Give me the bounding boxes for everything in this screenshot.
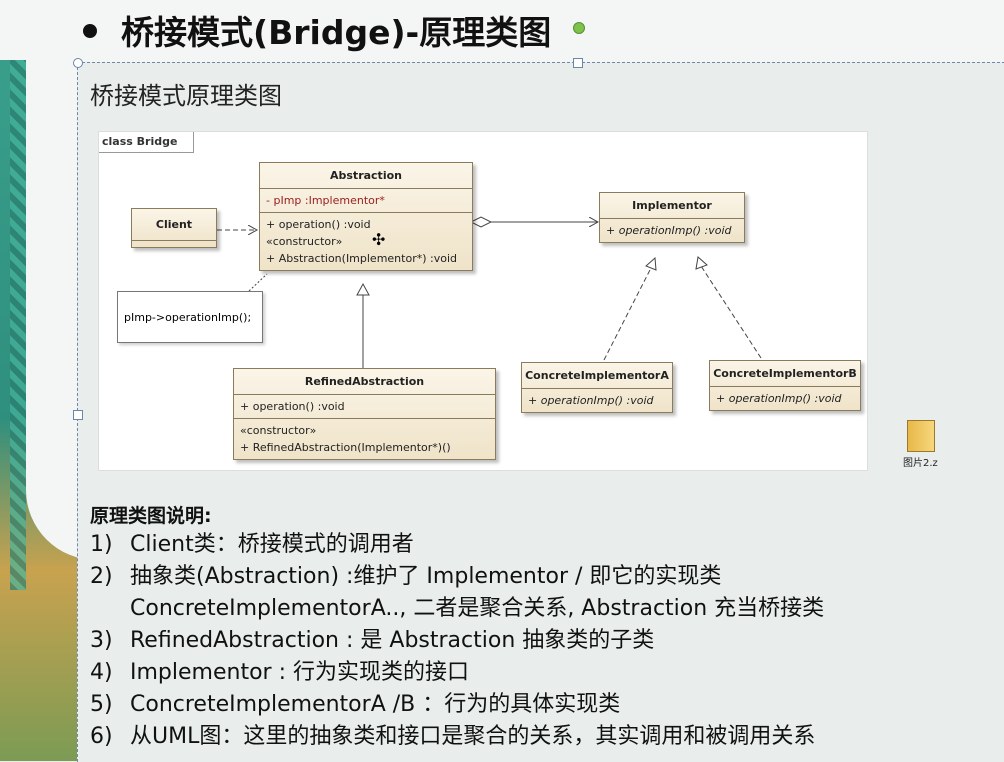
title-bar [0, 0, 1004, 60]
abstraction-op: + operation() :void [266, 218, 371, 231]
abstraction-class[interactable]: Abstraction - pImp :Implementor* + opera… [259, 162, 473, 271]
client-class-name: Client [132, 209, 216, 241]
note-link-line [248, 273, 268, 292]
refined-stereotype: «constructor» [240, 424, 317, 437]
note-line-continuation: ConcreteImplementorA.., 二者是聚合关系, Abstrac… [130, 596, 825, 621]
note-line: 5)ConcreteImplementorA /B ：行为的具体实现类 [90, 692, 621, 717]
note-line: 1)Client类：桥接模式的调用者 [90, 532, 414, 557]
abstraction-ctor: + Abstraction(Implementor*) :void [266, 252, 457, 265]
resize-handle-top[interactable] [573, 58, 583, 68]
refined-generalization-arrow [356, 282, 370, 296]
refined-abstraction-class[interactable]: RefinedAbstraction + operation() :void «… [233, 368, 496, 460]
abstraction-attr: - pImp :Implementor* [266, 194, 385, 207]
file-label[interactable]: 图片2.z [903, 458, 938, 469]
uml-note[interactable]: pImp->operationImp(); [117, 291, 263, 343]
diagram-frame-label: class Bridge [99, 132, 195, 153]
refined-abstraction-class-name: RefinedAbstraction [234, 369, 495, 395]
refined-op: + operation() :void [240, 400, 345, 413]
diagram-heading: 桥接模式原理类图 [90, 82, 282, 110]
concrete-a-realization-arrow [645, 256, 657, 271]
rotate-handle[interactable] [573, 22, 585, 34]
uml-diagram[interactable]: class Bridge Abstraction - pImp :Impleme… [98, 131, 868, 471]
concrete-b-realization-line [700, 265, 762, 359]
bullet-icon [83, 24, 97, 38]
refined-ctor: + RefinedAbstraction(Implementor*)() [240, 441, 451, 454]
implementor-class[interactable]: Implementor + operationImp() :void [599, 192, 745, 243]
abstraction-stereotype: «constructor» [266, 235, 343, 248]
mouse-cursor-icon: ✣ [372, 230, 386, 249]
concrete-b-op: + operationImp() :void [716, 392, 842, 405]
implementor-class-name: Implementor [600, 193, 744, 219]
concrete-a-realization-line [603, 265, 653, 361]
aggregation-diamond [469, 216, 493, 228]
concrete-implementor-a-class[interactable]: ConcreteImplementorA + operationImp() :v… [521, 362, 673, 413]
concrete-b-realization-arrow [695, 256, 708, 270]
implementor-op: + operationImp() :void [606, 224, 732, 237]
uml-connectors [217, 216, 762, 368]
zip-file-icon[interactable] [907, 420, 935, 452]
note-line: 2)抽象类(Abstraction) :维护了 Implementor / 即它… [90, 564, 722, 589]
resize-handle-left[interactable] [73, 410, 83, 420]
note-line: 4)Implementor : 行为实现类的接口 [90, 660, 469, 685]
abstraction-class-name: Abstraction [260, 163, 472, 189]
note-line: 6)从UML图：这里的抽象类和接口是聚合的关系，其实调用和被调用关系 [90, 724, 816, 749]
concrete-implementor-b-class[interactable]: ConcreteImplementorB + operationImp() :v… [709, 360, 861, 411]
slide-title[interactable]: 桥接模式(Bridge)-原理类图 [121, 13, 552, 52]
concrete-a-class-name: ConcreteImplementorA [522, 363, 672, 389]
concrete-a-op: + operationImp() :void [528, 394, 654, 407]
notes-list: 1)Client类：桥接模式的调用者 2)抽象类(Abstraction) :维… [90, 529, 824, 753]
concrete-b-class-name: ConcreteImplementorB [710, 361, 860, 387]
notes-title: 原理类图说明: [90, 505, 212, 527]
client-class[interactable]: Client [131, 208, 217, 248]
resize-handle-top-left[interactable] [73, 58, 83, 68]
note-line: 3)RefinedAbstraction : 是 Abstraction 抽象类… [90, 628, 655, 653]
